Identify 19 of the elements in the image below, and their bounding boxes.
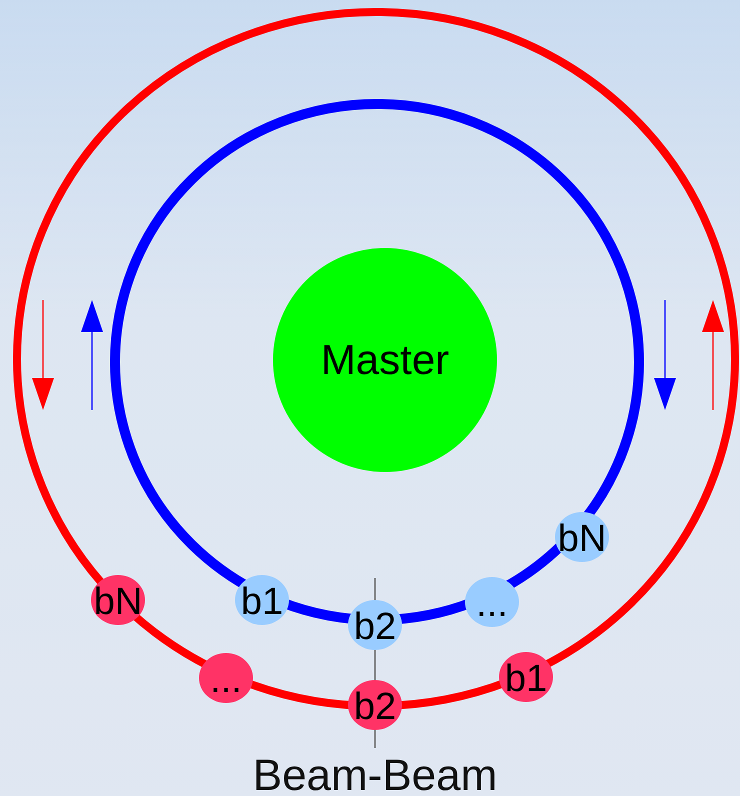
bunch-label: ... bbox=[210, 661, 242, 699]
bunch bbox=[348, 680, 402, 730]
bunch bbox=[199, 653, 253, 703]
bunch bbox=[348, 600, 402, 650]
master-node bbox=[273, 248, 497, 472]
bunch-label: bN bbox=[558, 520, 606, 558]
bunch-label: b1 bbox=[504, 660, 548, 698]
node-label: Master bbox=[320, 339, 450, 381]
bunch bbox=[555, 512, 609, 562]
bunch bbox=[91, 575, 145, 625]
bunch bbox=[235, 575, 289, 625]
bunch-label: bN bbox=[94, 583, 142, 621]
bunch-label: b2 bbox=[354, 688, 396, 726]
bunch bbox=[499, 652, 553, 702]
bunch-label: ... bbox=[476, 585, 508, 623]
caption-label: Beam-Beam bbox=[252, 754, 498, 796]
bunch-label: b2 bbox=[354, 608, 396, 646]
bunch bbox=[465, 577, 519, 627]
bunch-label: b1 bbox=[240, 583, 284, 621]
